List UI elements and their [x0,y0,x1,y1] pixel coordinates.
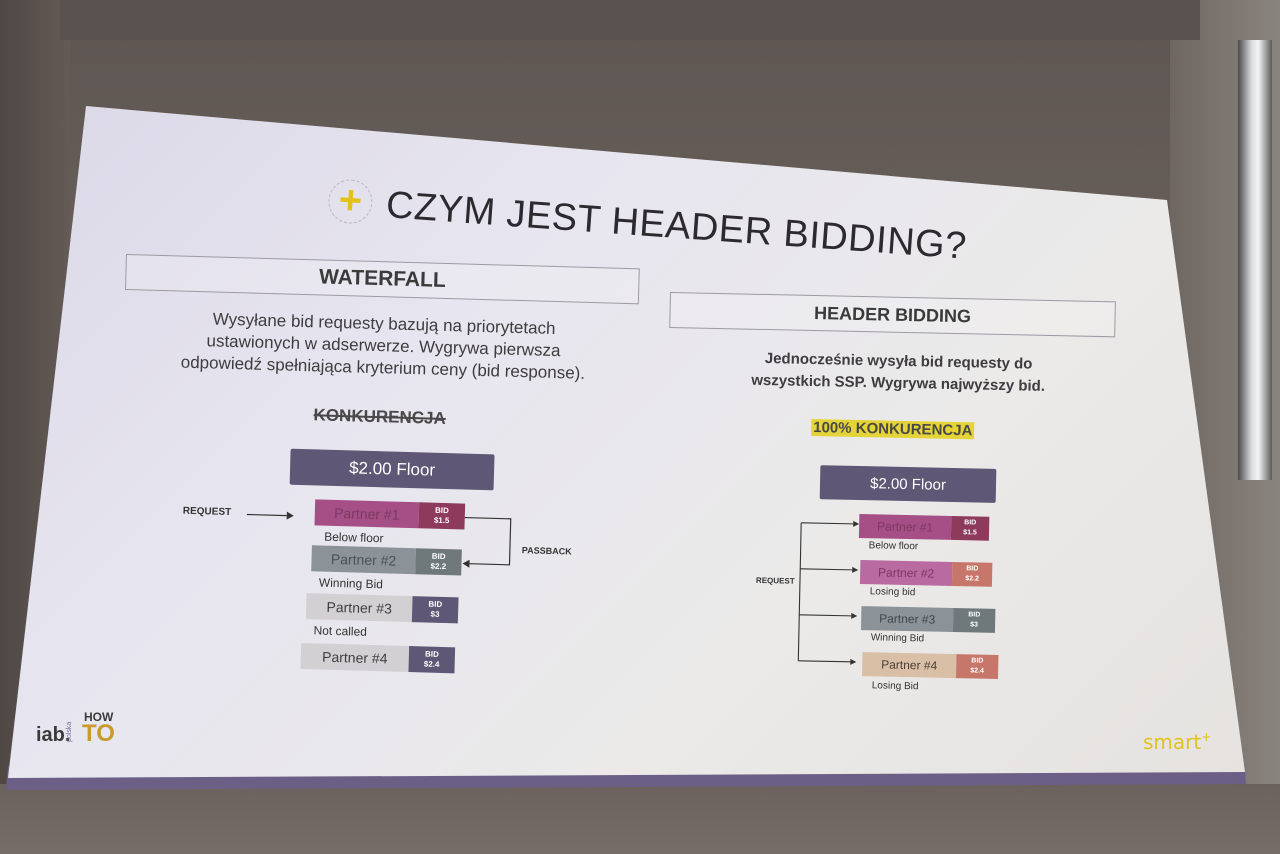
bid-label: BID [971,657,984,665]
hb-partner-4: Partner #4 BID $2.4 [861,652,999,679]
waterfall-panel: WATERFALL Wysyłane bid requesty bazują n… [114,254,646,688]
hb-partner-4-bid: BID $2.4 [955,654,999,679]
bid-label: BID [424,649,439,659]
hb-partner-1: Partner #1 BID $1.5 [858,514,990,541]
bid-value: $1.5 [963,529,977,537]
waterfall-description: Wysyłane bid requesty bazują na prioryte… [133,306,635,386]
hb-partner-3: Partner #3 BID $3 [860,606,996,633]
header-bidding-description: Jednocześnie wysyła bid requesty do wszy… [678,346,1119,399]
hb-floor-box: $2.00 Floor [819,465,997,503]
polska-wordmark: polska [66,721,73,742]
iab-wordmark: iab. [36,724,71,746]
bid-label: BID [431,551,446,562]
hb-partner-1-bid: BID $1.5 [950,515,990,541]
bid-value: $1.5 [433,515,450,526]
hb-partner-4-status: Losing Bid [871,680,919,693]
passback-arrow-icon [462,516,512,568]
bid-value: $3 [970,621,979,629]
waterfall-competition-label: KONKURENCJA [313,405,447,428]
bid-label: BID [966,565,979,573]
hb-partner-1-status: Below floor [868,540,919,553]
hb-competition-label: 100% KONKURENCJA [811,418,975,440]
bid-value: $2.4 [423,659,440,669]
waterfall-partner-1-status: Below floor [323,529,384,546]
plus-icon: + [337,177,364,223]
bid-label: BID [428,599,443,609]
hb-partner-2-bid: BID $2.2 [951,561,993,587]
hb-partner-2: Partner #2 BID $2.2 [859,560,993,587]
to-wordmark: TO [82,720,115,747]
hb-request-label: REQUEST [755,575,795,586]
hb-partner-2-status: Losing bid [869,586,916,599]
bid-label: BID [964,519,977,527]
hb-fanout-arrows-icon [797,520,860,665]
waterfall-partner-2-status: Winning Bid [318,575,384,592]
waterfall-partner-2-name: Partner #2 [311,545,416,575]
hb-partner-3-bid: BID $3 [952,608,996,633]
waterfall-floor-box: $2.00 Floor [289,448,495,491]
waterfall-partner-4-bid: BID $2.4 [408,646,456,674]
waterfall-heading: WATERFALL [318,265,447,292]
waterfall-partner-1-bid: BID $1.5 [418,502,466,530]
header-bidding-panel: HEADER BIDDING Jednocześnie wysyła bid r… [662,292,1116,701]
bid-label: BID [434,505,449,516]
passback-label: PASSBACK [521,545,572,557]
bid-value: $2.4 [970,667,985,675]
waterfall-partner-3-status: Not called [313,623,368,639]
floor-area [0,784,1280,854]
hb-partner-3-status: Winning Bid [870,632,925,645]
waterfall-partner-4-name: Partner #4 [300,643,410,673]
smart-plus-icon: + [1201,730,1212,744]
plus-circle-icon: + [326,177,374,226]
bid-value: $2.2 [965,575,979,583]
screen-housing [60,0,1200,40]
waterfall-partner-3-bid: BID $3 [411,596,459,624]
hb-partner-1-name: Partner #1 [858,514,952,540]
smart-wordmark: smart [1143,730,1202,754]
waterfall-partner-3: Partner #3 BID $3 [305,593,459,624]
hb-partner-4-name: Partner #4 [861,652,957,679]
waterfall-partner-3-name: Partner #3 [305,593,413,623]
bid-label: BID [968,611,981,619]
hb-partner-3-name: Partner #3 [860,606,954,633]
request-arrow-icon [246,511,294,520]
waterfall-partner-1: Partner #1 BID $1.5 [314,499,466,530]
bid-value: $2.2 [430,561,447,572]
smart-logo: smart+ [1143,730,1211,754]
bid-value: $3 [430,609,440,619]
waterfall-request-label: REQUEST [182,505,232,519]
waterfall-partner-2-bid: BID $2.2 [415,548,462,576]
waterfall-partner-4: Partner #4 BID $2.4 [300,643,456,674]
header-bidding-heading: HEADER BIDDING [813,302,972,326]
waterfall-partner-1-name: Partner #1 [314,499,420,529]
waterfall-partner-2: Partner #2 BID $2.2 [311,545,462,576]
how-wordmark: HOW [84,710,114,724]
hb-partner-2-name: Partner #2 [859,560,953,586]
window-frame [1238,40,1272,480]
